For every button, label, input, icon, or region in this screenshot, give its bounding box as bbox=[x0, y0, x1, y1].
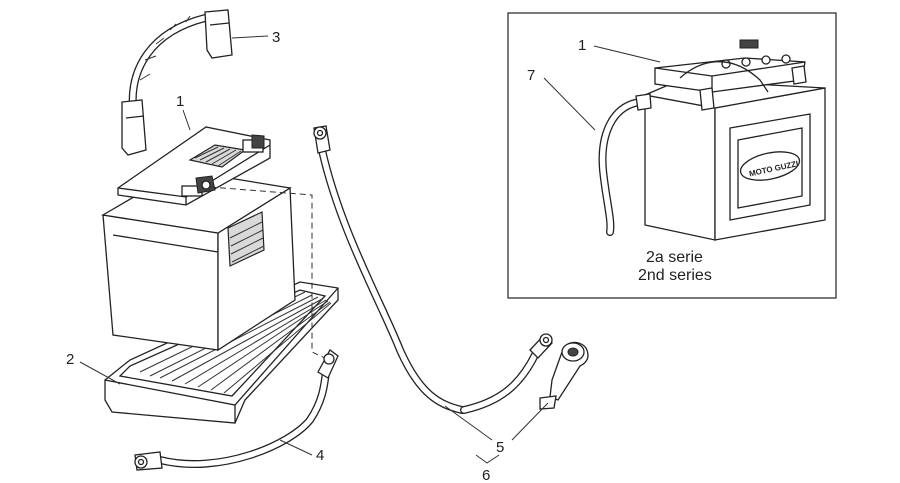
terminal-boot bbox=[539, 341, 589, 410]
inset-caption-line2: 2nd series bbox=[638, 267, 712, 284]
inset-caption-line1: 2a serie bbox=[646, 249, 703, 266]
callout-7: 7 bbox=[527, 67, 535, 84]
callout-3: 3 bbox=[272, 29, 280, 46]
callout-6: 6 bbox=[482, 467, 490, 483]
callout-2: 2 bbox=[66, 351, 74, 368]
battery-main bbox=[101, 126, 296, 352]
battery-strap bbox=[121, 9, 233, 156]
inset-2nd-series: MOTO GUZZI 1 7 2a serie 2nd series bbox=[507, 12, 837, 299]
cable-short bbox=[460, 333, 553, 414]
terminal-guide-line bbox=[209, 186, 326, 359]
callout-4: 4 bbox=[316, 447, 324, 464]
callout-5: 5 bbox=[496, 439, 504, 456]
leader-lines bbox=[79, 35, 549, 464]
callout-1-inset: 1 bbox=[578, 37, 586, 54]
cable-long bbox=[313, 125, 466, 414]
cable-ground bbox=[134, 349, 339, 471]
callout-1-main: 1 bbox=[176, 93, 184, 110]
